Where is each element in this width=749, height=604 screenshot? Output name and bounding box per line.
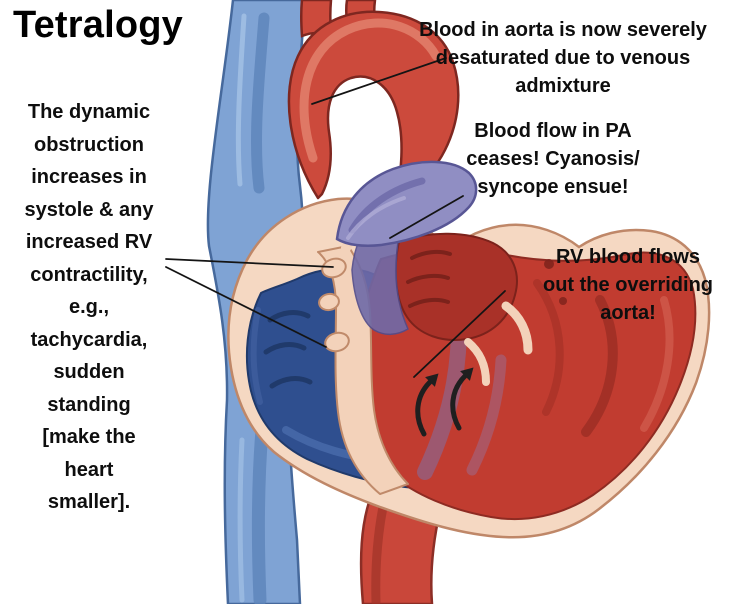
vein-shading: [235, 12, 270, 604]
flow-arrow-icon: [450, 367, 474, 431]
aorta: [287, 0, 460, 206]
annotation-line: [165, 266, 327, 348]
infundibulum-knobs: [318, 257, 350, 353]
page-title: Tetralogy: [13, 4, 184, 46]
vein-opening-dot: [544, 259, 554, 269]
flow-arrow-icon: [415, 373, 439, 437]
pulmonary-artery: [335, 160, 478, 247]
atrium-chamber: [394, 232, 518, 341]
annotation-line: [311, 57, 447, 105]
atrium-pectinate-lines: [406, 249, 452, 308]
annotation-line: [165, 258, 334, 268]
valve-leaflets: [464, 301, 533, 386]
annotation-line: [389, 195, 464, 239]
annotation-line: [413, 290, 506, 378]
lv-shading: [533, 279, 674, 437]
descending-aorta-shading: [371, 497, 389, 604]
rv-trabeculae: [263, 310, 313, 389]
annotation-lines: [165, 57, 506, 378]
vein-opening-dot: [559, 297, 567, 305]
